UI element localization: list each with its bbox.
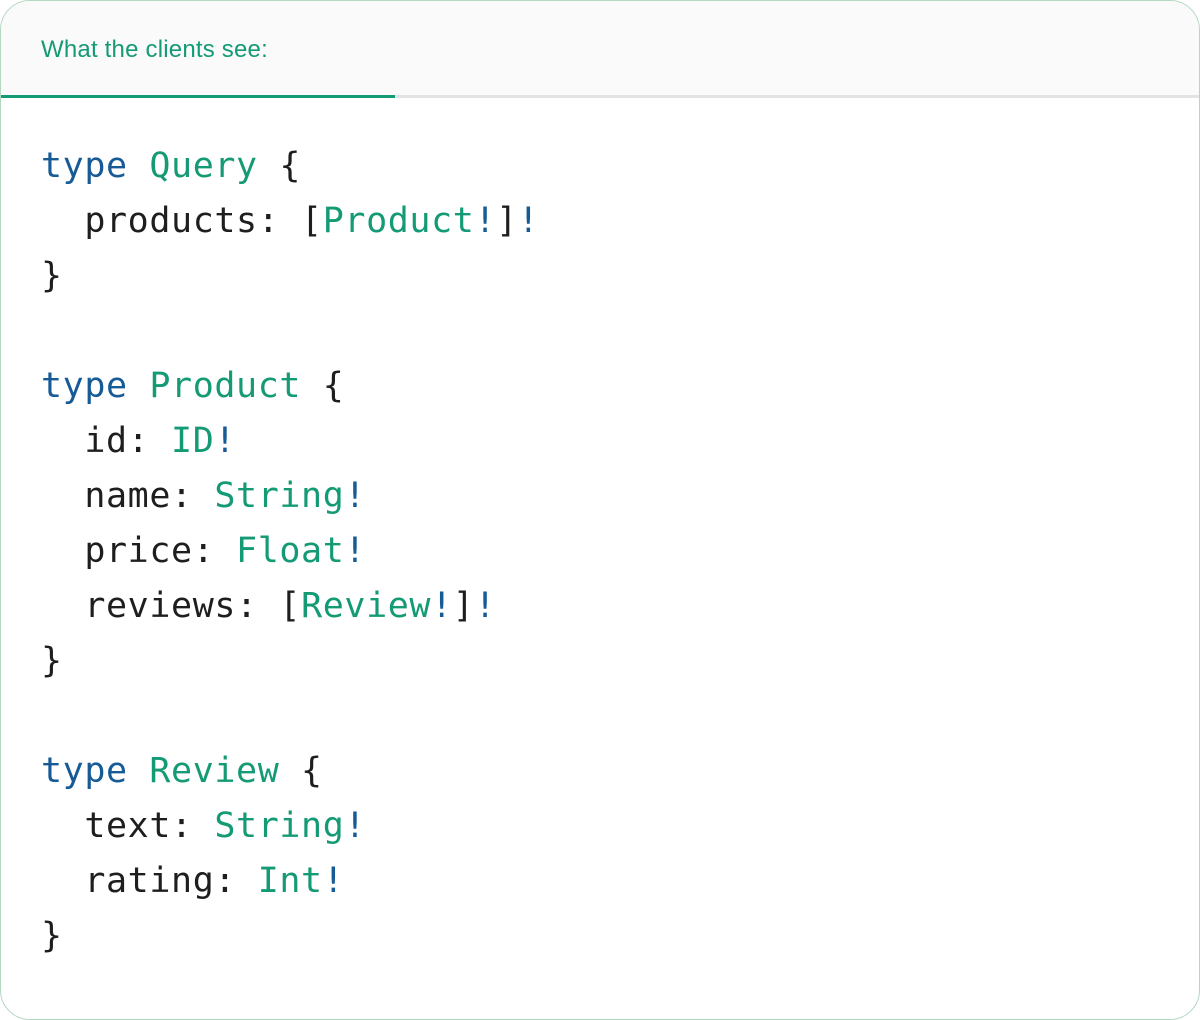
code-line: price: Float! — [41, 524, 1169, 579]
code-line: name: String! — [41, 469, 1169, 524]
code-token: type — [41, 751, 128, 791]
code-token: ID — [171, 421, 215, 461]
code-token: type — [41, 366, 128, 406]
code-token: } — [41, 641, 63, 681]
active-tab-underline — [1, 95, 395, 98]
tab-bar-divider — [1, 95, 1199, 98]
code-token: ! — [431, 586, 453, 626]
code-token: Float — [236, 531, 345, 571]
code-token: Product — [322, 201, 475, 241]
code-token: price: — [41, 531, 237, 571]
code-line: type Product { — [41, 359, 1169, 414]
code-token: ] — [452, 586, 475, 626]
code-block: type Query { products: [Product!]!}type … — [41, 139, 1169, 964]
code-token: ! — [322, 861, 345, 901]
code-token — [128, 751, 150, 791]
code-line: } — [41, 909, 1169, 964]
code-token: { — [279, 751, 323, 791]
code-token: } — [41, 916, 63, 956]
code-line — [41, 689, 1169, 744]
code-token: ! — [474, 201, 497, 241]
code-line: products: [Product!]! — [41, 194, 1169, 249]
code-token: { — [257, 146, 302, 186]
tab-bar: What the clients see: — [1, 1, 1199, 98]
code-line: type Review { — [41, 744, 1169, 799]
tab-label: What the clients see: — [41, 35, 268, 63]
code-token: Int — [257, 861, 323, 901]
code-token: ! — [344, 531, 367, 571]
code-line: text: String! — [41, 799, 1169, 854]
code-token: ! — [344, 476, 367, 516]
code-token: ! — [517, 201, 540, 241]
code-token: Query — [149, 146, 258, 186]
code-line: rating: Int! — [41, 854, 1169, 909]
code-token: } — [41, 256, 63, 296]
code-line: type Query { — [41, 139, 1169, 194]
code-line: id: ID! — [41, 414, 1169, 469]
code-line: } — [41, 634, 1169, 689]
code-token: String — [214, 806, 345, 846]
code-token: Review — [301, 586, 432, 626]
code-token: reviews: [ — [41, 586, 302, 626]
code-token — [128, 366, 150, 406]
code-token: Product — [149, 366, 302, 406]
code-token: { — [301, 366, 345, 406]
code-token: ! — [474, 586, 497, 626]
code-token: ! — [344, 806, 367, 846]
code-token: type — [41, 146, 128, 186]
code-token: rating: — [41, 861, 258, 901]
tab-what-clients-see[interactable]: What the clients see: — [1, 1, 395, 98]
code-token: id: — [41, 421, 172, 461]
code-token: String — [214, 476, 345, 516]
code-token: text: — [41, 806, 215, 846]
code-token: ] — [496, 201, 518, 241]
code-line: reviews: [Review!]! — [41, 579, 1169, 634]
code-token: products: [ — [41, 201, 323, 241]
code-token: Review — [149, 751, 280, 791]
code-line: } — [41, 249, 1169, 304]
code-area: type Query { products: [Product!]!}type … — [1, 98, 1199, 964]
code-token: name: — [41, 476, 215, 516]
code-token — [128, 146, 150, 186]
code-line — [41, 304, 1169, 359]
code-token: ! — [214, 421, 237, 461]
